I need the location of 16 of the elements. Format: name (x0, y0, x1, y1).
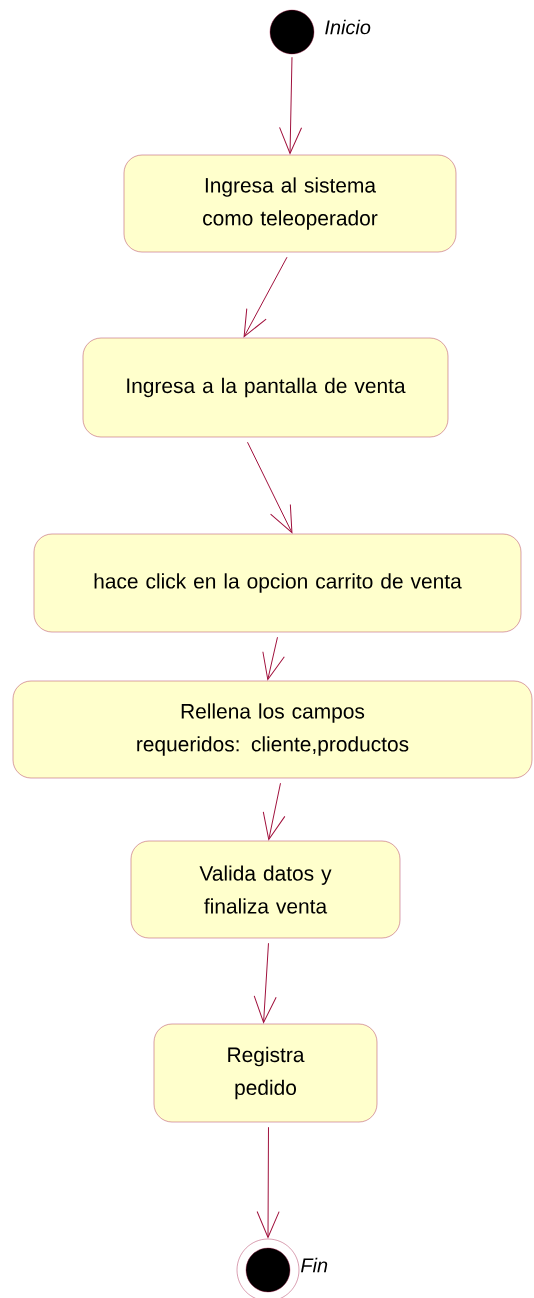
arrow (247, 441, 293, 534)
arrow (256, 1126, 280, 1238)
activity-box: Rellena los campos requeridos: cliente,productos (12, 680, 533, 779)
activity-box: Ingresa a la pantalla de venta (82, 337, 449, 438)
arrow (253, 942, 277, 1024)
arrow (279, 56, 303, 155)
activity-box: Ingresa al sistema como teleoperador (123, 154, 457, 253)
node-label: Fin (301, 1257, 328, 1273)
node-label: Inicio (325, 19, 371, 35)
end-node (236, 1238, 300, 1298)
arrow (262, 782, 286, 841)
start-node (269, 9, 315, 55)
activity-box: Registra pedido (153, 1023, 378, 1123)
activity-box: hace click en la opcion carrito de venta (33, 533, 522, 633)
activity-box: Valida datos y finaliza venta (130, 840, 401, 939)
arrow (243, 256, 288, 338)
